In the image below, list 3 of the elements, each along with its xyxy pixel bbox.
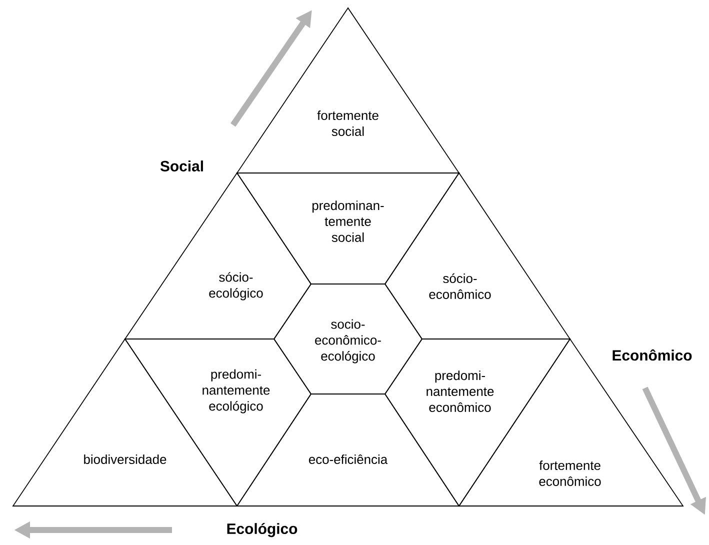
axis-label: Econômico — [612, 349, 692, 361]
axis-label: Ecológico — [227, 522, 298, 538]
axis-label: Social — [160, 160, 203, 172]
